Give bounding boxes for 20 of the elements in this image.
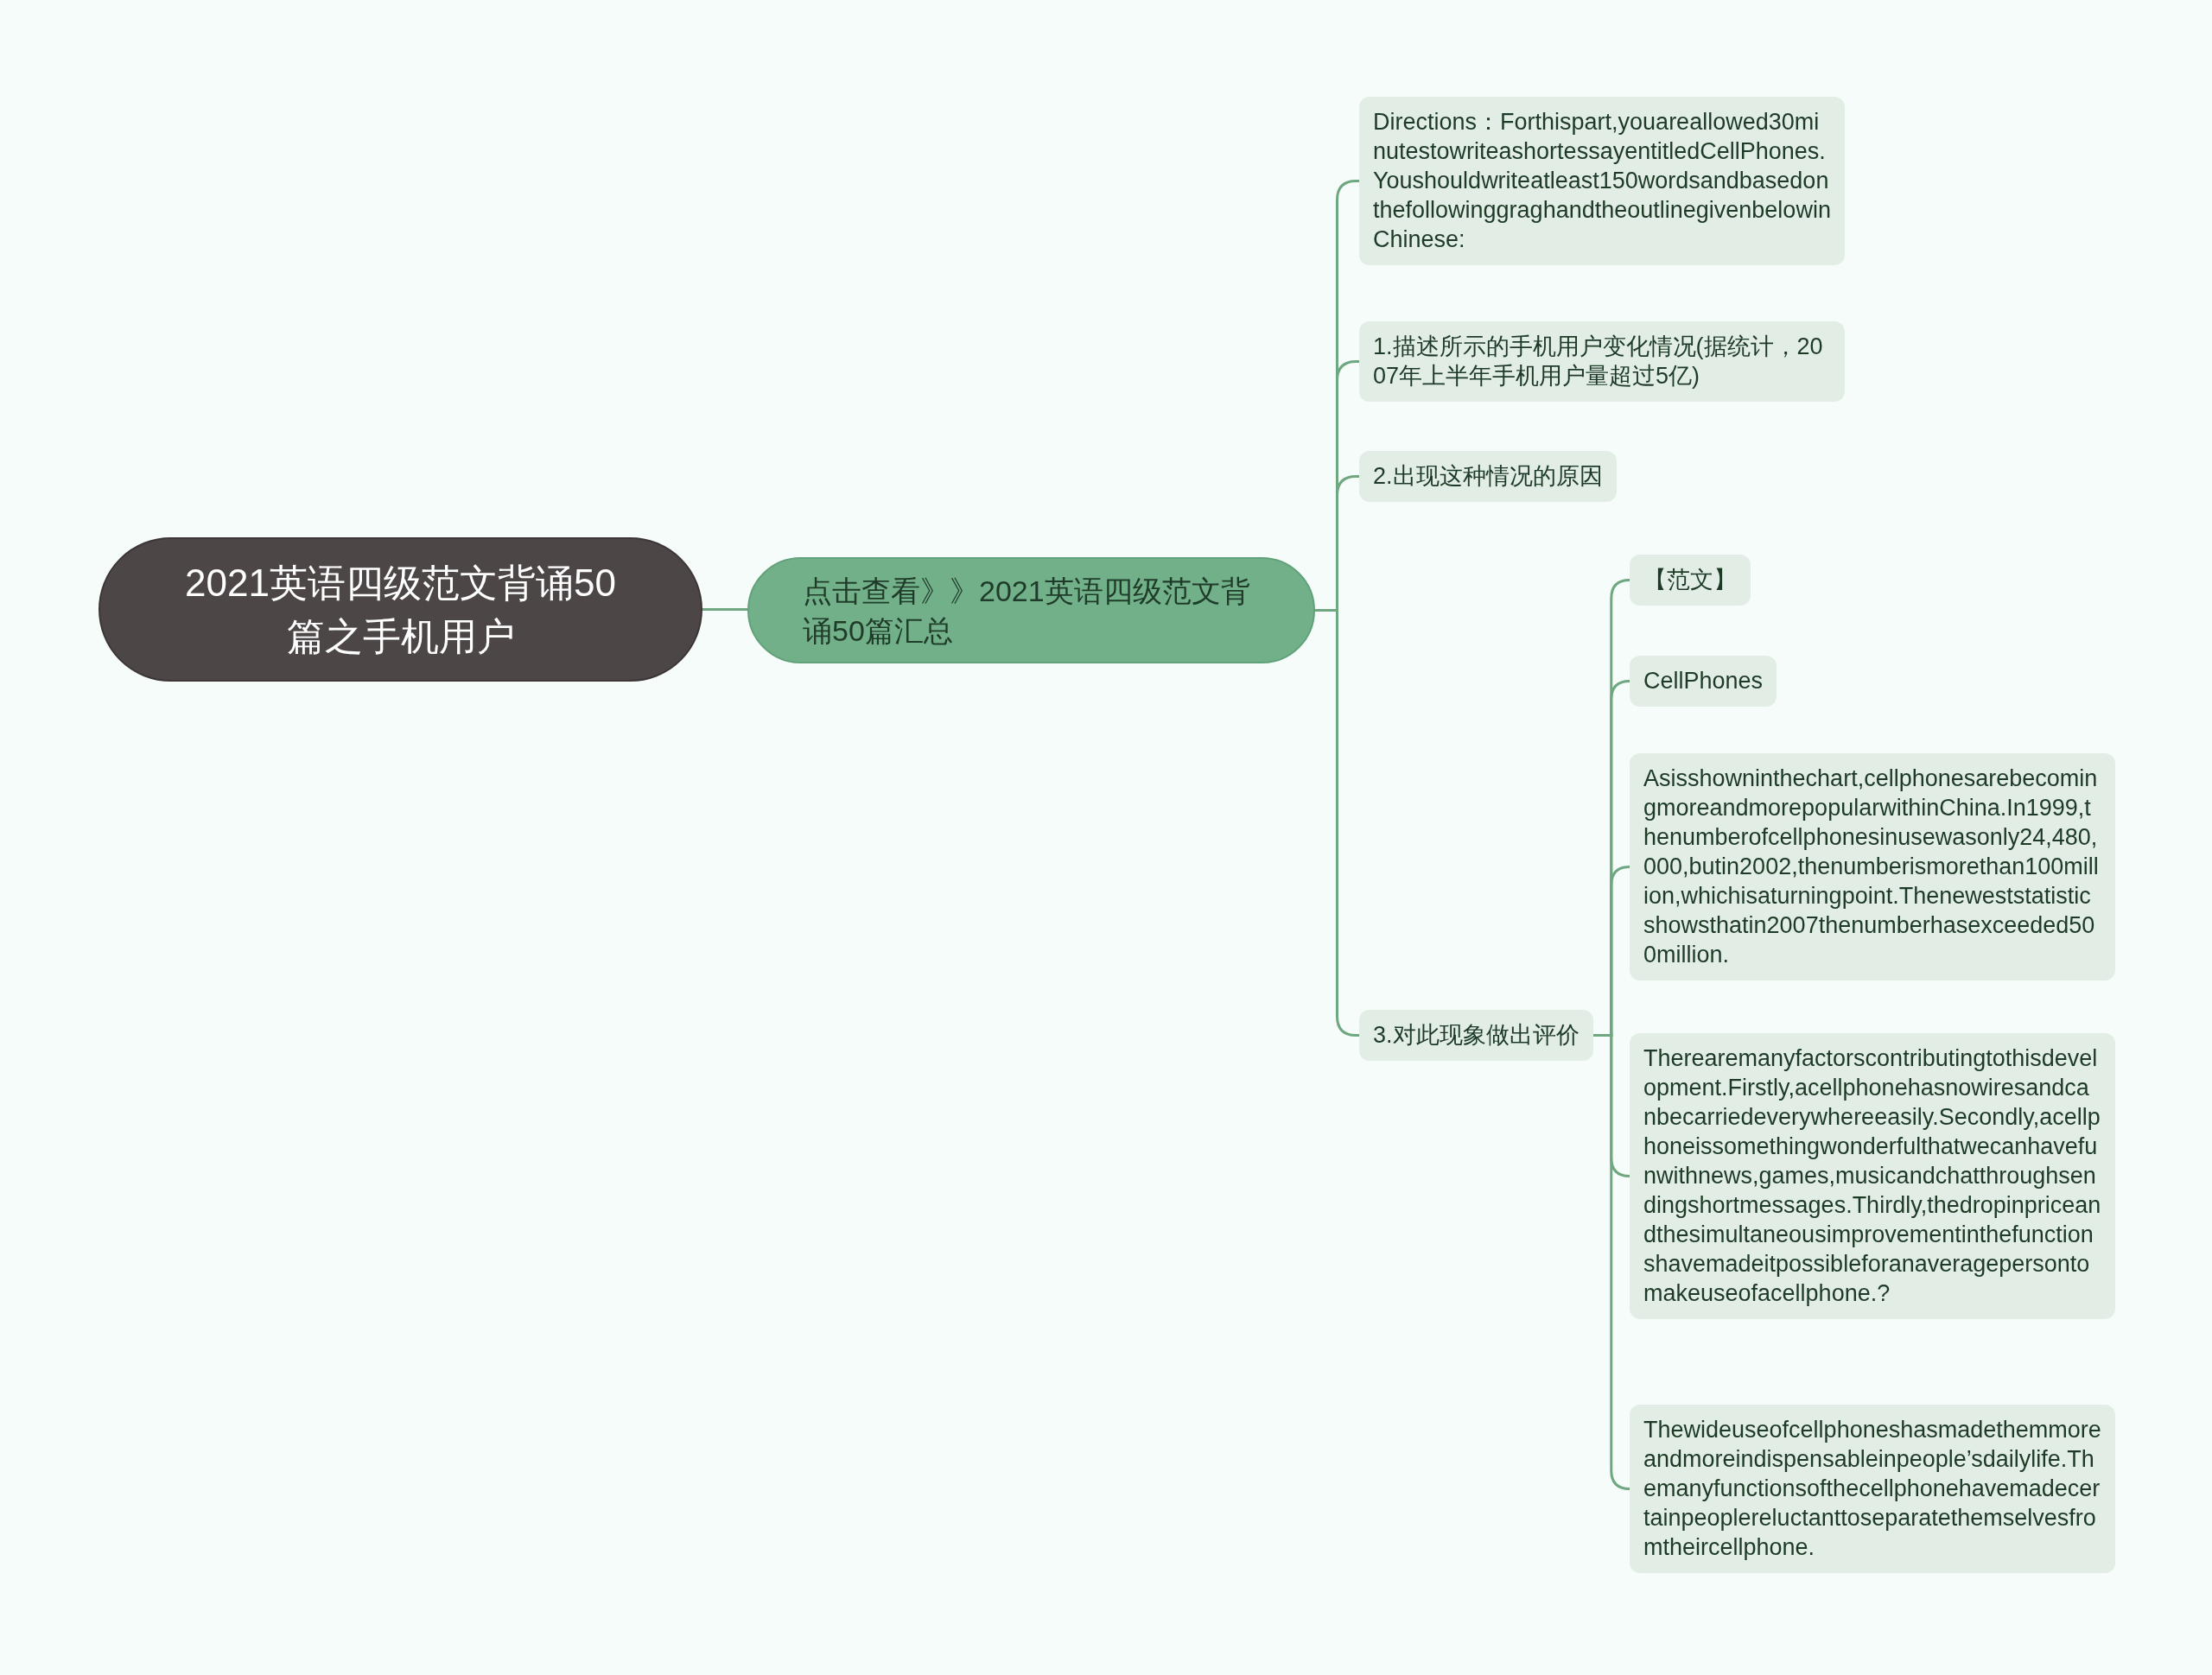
branch-topic-text: 点击查看》》2021英语四级范文背诵50篇汇总 [803,573,1251,649]
subtopic-box [1630,656,1777,707]
subtopic-box [1359,451,1617,502]
central-topic-text: 2021英语四级范文背诵50篇之手机用户 [184,560,617,659]
subtopic-text: Therearemanyfactorscontributingtothisdevelopment.Firstly,acellphonehasnowiresandcanbecarriedeverywhereeasily.Secondly,acellphoneissomethingwonderfulthatwecanhavefunwithnews,games,musicandchatthroughsendingshortmessages.Thirdly,thedropinpriceandthesimultaneousimprovementinthefunctionshavemadeitpossibleforanaveragepersontomakeuseofacellphone.? [1643,1044,2101,1308]
connector-line [701,608,749,611]
subtopic-box [1630,555,1751,606]
subtopic-text: Asisshowninthechart,cellphonesarebecomingmoreandmorepopularwithinChina.In1999,thenumberofcellphonesinusewasonly24,480,000,butin2002,thenumberismorethan100million,whichisaturningpoint.Theneweststatisticshowsthatin2007thenumberhasexceeded500million. [1643,765,2100,969]
subtopic-text: Thewideuseofcellphoneshasmadethemmoreandmoreindispensableinpeople’sdailylife.Themanyfunctionsofthecellphonehavemadecertainpeoplereluctanttoseparatethemselvesfromtheircellphone. [1643,1416,2101,1562]
subtopic-text: 2.出现这种情况的原因 [1373,462,1603,491]
subtopic-text: 【范文】 [1643,566,1737,594]
subtopic-text: 1.描述所示的手机用户变化情况(据统计，2007年上半年手机用户量超过5亿) [1373,333,1824,390]
subtopic-box [1359,321,1845,402]
subtopic-box [1359,97,1845,265]
subtopic-text: 3.对此现象做出评价 [1373,1021,1580,1050]
subtopic-text: Directions：Forthispart,youareallowed30minutestowriteashortessayentitledCellPhones.Youshouldwriteatleast150wordsandbasedonthefollowinggraghandtheoutlinegivenbelowinChinese: [1373,108,1831,254]
subtopic-box [1630,1405,2115,1573]
subtopic-box [1630,753,2115,980]
subtopic-text: CellPhones [1643,667,1764,695]
subtopic-box [1359,1010,1593,1061]
